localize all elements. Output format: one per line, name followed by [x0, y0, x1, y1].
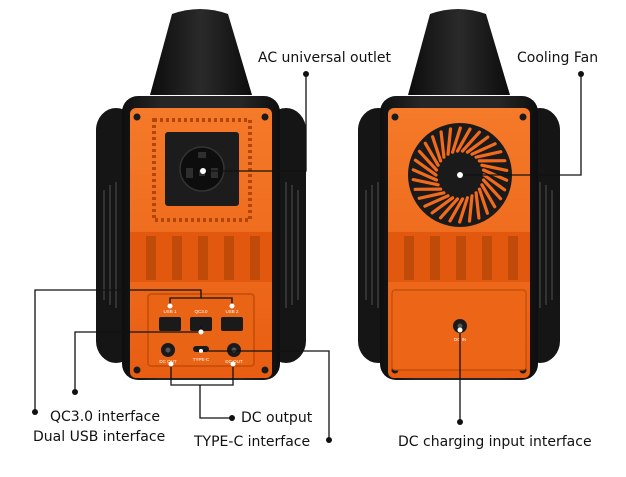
fan-slot — [467, 194, 474, 223]
callout-dc-output — [170, 364, 234, 386]
fan-slot — [423, 194, 450, 208]
back-left-grip — [365, 182, 379, 308]
label-dc-output: DC output — [241, 410, 313, 426]
label-cooling-fan: Cooling Fan — [517, 50, 599, 66]
fan-slot — [477, 187, 489, 215]
screw — [261, 113, 269, 121]
front-right-grip — [285, 182, 299, 308]
front-ribs — [130, 232, 272, 282]
usb2-port — [221, 317, 243, 331]
port-label-usb2: USB 2 — [225, 309, 239, 314]
fan-slot — [448, 197, 465, 223]
label-ac-outlet: AC universal outlet — [258, 50, 391, 66]
port-label-dc-out-right: DC OUT — [225, 359, 242, 364]
callout-dots — [32, 71, 584, 443]
fan-slot — [439, 197, 460, 220]
fan-slot — [455, 127, 472, 153]
screw — [133, 366, 141, 374]
fan-slot — [430, 196, 455, 215]
fan-slot — [482, 173, 507, 192]
front-left-grip — [103, 182, 117, 308]
front-handle — [150, 9, 252, 95]
back-handle — [408, 9, 510, 95]
fan-slot — [439, 130, 446, 159]
usb1-port — [159, 317, 181, 331]
screw — [519, 113, 527, 121]
callout-anchor-dots — [167, 168, 463, 367]
fan-slot — [431, 135, 443, 163]
fan-slot — [411, 168, 439, 182]
fan-slot — [446, 127, 453, 156]
callout-qc30 — [74, 326, 202, 392]
label-dual-usb: Dual USB interface — [33, 429, 166, 445]
callout-lines — [34, 74, 582, 440]
fan-slot — [411, 178, 440, 187]
port-label-usb1: USB 1 — [163, 309, 177, 314]
front-unit: USB 1 QC3.0 USB 2 DC OUT TYPE-C DC OUT — [96, 9, 306, 380]
port-label-qc30: QC3.0 — [194, 309, 208, 314]
callout-cooling-fan — [460, 74, 582, 176]
fan-slot — [458, 196, 469, 224]
callout-ac-outlet — [203, 74, 307, 172]
screw — [391, 113, 399, 121]
fan-slot — [460, 130, 481, 153]
fan-slot — [423, 141, 440, 167]
fan-slot — [417, 191, 446, 200]
back-ribs — [388, 232, 530, 282]
back-right-grip — [539, 182, 553, 308]
fan-slot — [474, 150, 503, 159]
screw — [261, 366, 269, 374]
port-label-dc-out-left: DC OUT — [159, 359, 176, 364]
fan-slot — [417, 149, 439, 172]
fan-slot — [480, 183, 497, 209]
qc30-port — [190, 317, 212, 331]
outlet-dotted-frame — [152, 118, 252, 222]
label-qc30: QC3.0 interface — [50, 409, 160, 425]
callout-type-c — [201, 350, 330, 440]
port-label-type-c: TYPE-C — [193, 357, 210, 362]
label-type-c: TYPE-C interface — [194, 434, 311, 450]
fan-slot — [451, 126, 462, 154]
fan-slot — [470, 142, 497, 156]
fan-slot — [413, 158, 438, 177]
fan-slot — [481, 178, 503, 201]
fan-slot — [465, 135, 490, 154]
fan-slot — [474, 191, 481, 220]
screw — [133, 113, 141, 121]
label-dc-charging: DC charging input interface — [398, 434, 592, 450]
fan-slot — [480, 163, 509, 172]
